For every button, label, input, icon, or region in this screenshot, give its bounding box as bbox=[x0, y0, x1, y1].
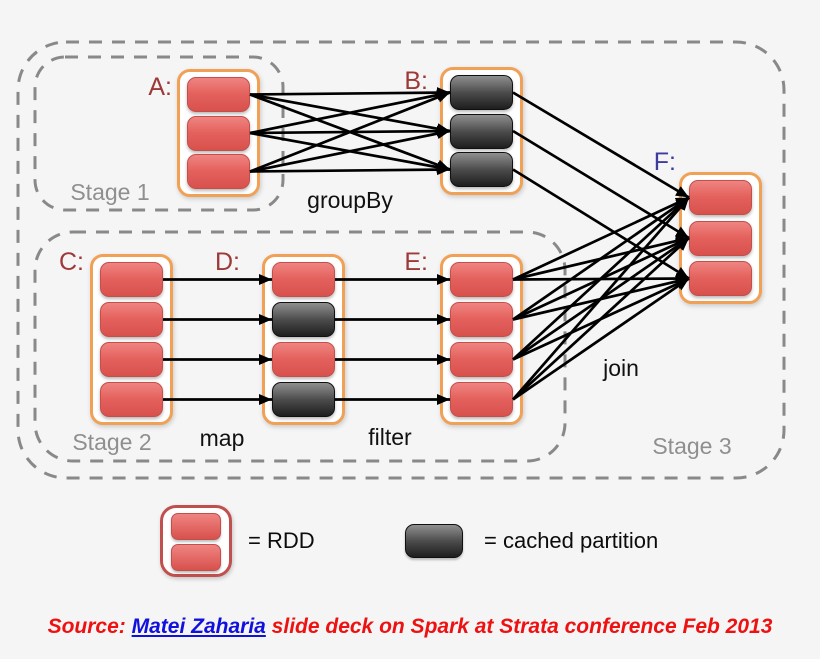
legend-cached-partition-symbol bbox=[405, 524, 463, 558]
cached-partition-B1 bbox=[450, 75, 513, 110]
source-prefix: Source: bbox=[47, 615, 132, 638]
rdd-partition-E1 bbox=[450, 262, 513, 297]
rdd-label-E: E: bbox=[404, 248, 428, 276]
rdd-label-A: A: bbox=[148, 73, 172, 101]
stage3-label: Stage 3 bbox=[652, 433, 732, 459]
operation-label-groupby: groupBy bbox=[307, 187, 393, 213]
rdd-partition-E3 bbox=[450, 342, 513, 377]
operation-label-join: join bbox=[603, 355, 639, 381]
legend-rdd-partition bbox=[171, 544, 221, 571]
rdd-partition-D1 bbox=[272, 262, 335, 297]
edge-E-F bbox=[512, 273, 690, 285]
rdd-label-B: B: bbox=[404, 67, 428, 95]
cached-partition-B3 bbox=[450, 152, 513, 187]
edge-A-B bbox=[249, 125, 451, 137]
edge-E-F bbox=[512, 196, 690, 361]
rdd-partition-C4 bbox=[100, 382, 163, 417]
legend-cached-label: = cached partition bbox=[484, 528, 659, 553]
source-author-link[interactable]: Matei Zaharia bbox=[131, 615, 266, 638]
edge-A-B bbox=[249, 93, 451, 135]
rdd-partition-C3 bbox=[100, 342, 163, 377]
edge-E-F bbox=[512, 235, 690, 281]
edge-A-B bbox=[249, 91, 451, 173]
rdd-partition-F3 bbox=[689, 261, 752, 296]
edge-A-B bbox=[249, 164, 451, 176]
source-attribution: Source: Matei Zaharia slide deck on Spar… bbox=[0, 615, 820, 639]
edge-E-F bbox=[512, 196, 690, 281]
cached-partition-D4 bbox=[272, 382, 335, 417]
legend-rdd-label: = RDD bbox=[248, 528, 315, 553]
rdd-label-C: C: bbox=[59, 248, 84, 276]
edge-A-B bbox=[249, 93, 451, 171]
rdd-partition-A2 bbox=[187, 115, 250, 151]
rdd-partition-E2 bbox=[450, 302, 513, 337]
rdd-partition-D3 bbox=[272, 342, 335, 377]
rdd-partition-C2 bbox=[100, 302, 163, 337]
operation-label-filter: filter bbox=[368, 424, 412, 450]
cached-partition-B2 bbox=[450, 113, 513, 149]
legend-rdd-partition bbox=[171, 513, 221, 540]
edge-A-B bbox=[249, 131, 451, 173]
edge-B-F bbox=[512, 168, 690, 280]
source-suffix: slide deck on Spark at Strata conference… bbox=[265, 615, 773, 638]
edge-B-F bbox=[512, 91, 690, 199]
edge-E-F bbox=[512, 277, 690, 361]
edge-E-F bbox=[512, 236, 690, 321]
edge-A-B bbox=[249, 128, 451, 173]
rdd-partition-E4 bbox=[450, 382, 513, 417]
edge-E-F bbox=[512, 276, 690, 321]
rdd-partition-F2 bbox=[689, 220, 752, 256]
rdd-partition-C1 bbox=[100, 262, 163, 297]
edge-E-F bbox=[512, 236, 690, 361]
edge-A-B bbox=[249, 89, 451, 135]
rdd-label-F: F: bbox=[653, 148, 676, 176]
rdd-partition-A3 bbox=[187, 154, 250, 189]
stage2-label: Stage 2 bbox=[72, 429, 152, 455]
rdd-label-D: D: bbox=[215, 248, 240, 276]
rdd-partition-A1 bbox=[187, 77, 250, 112]
edge-E-F bbox=[512, 196, 690, 321]
rdd-partition-F1 bbox=[689, 180, 752, 215]
cached-partition-D2 bbox=[272, 302, 335, 337]
stage1-label: Stage 1 bbox=[70, 179, 150, 205]
